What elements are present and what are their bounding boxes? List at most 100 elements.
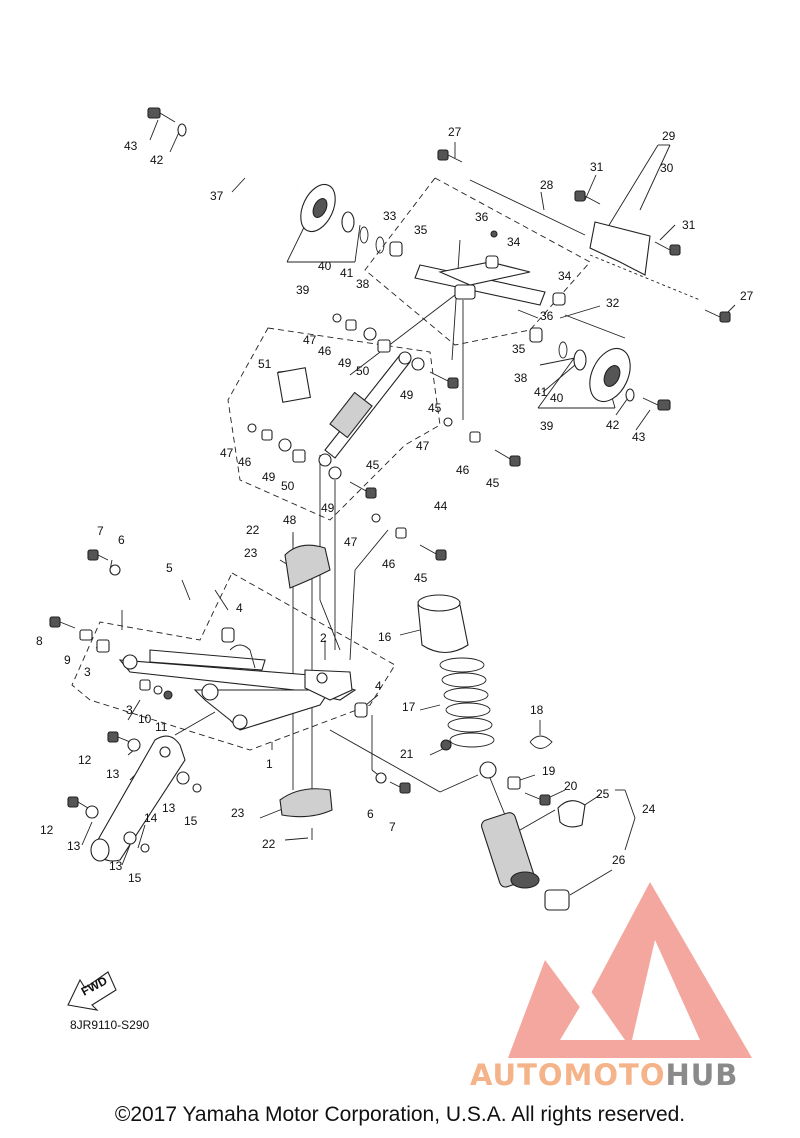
washer-42b bbox=[625, 388, 635, 402]
shaft-28 bbox=[469, 179, 586, 236]
callout-49c: 49 bbox=[262, 470, 276, 484]
callout-46c: 46 bbox=[456, 463, 470, 477]
circlip-41b bbox=[558, 341, 568, 359]
callout-6b: 6 bbox=[367, 807, 374, 821]
bolt-45d bbox=[419, 544, 447, 561]
bolt-27b bbox=[704, 309, 731, 323]
callout-27: 27 bbox=[448, 125, 462, 139]
callout-16: 16 bbox=[378, 630, 392, 644]
collar-3a bbox=[96, 639, 110, 653]
callout-36b: 36 bbox=[540, 309, 554, 323]
callout-47: 47 bbox=[303, 333, 317, 347]
collar-3b bbox=[139, 679, 151, 691]
washer-42 bbox=[177, 123, 187, 137]
callout-49: 49 bbox=[338, 356, 352, 370]
bolt-31b bbox=[654, 241, 681, 256]
collar-4a bbox=[221, 627, 235, 643]
bolt-43b bbox=[642, 397, 671, 411]
washer-13c bbox=[85, 805, 99, 819]
upper-arm-assembly-outline bbox=[364, 177, 591, 346]
callout-12: 12 bbox=[78, 753, 92, 767]
bolt-20 bbox=[524, 792, 551, 806]
circlip-41 bbox=[359, 226, 369, 244]
shock-absorber-24 bbox=[479, 761, 540, 889]
shaft-line bbox=[589, 254, 701, 301]
callout-41: 41 bbox=[340, 266, 354, 280]
lower-arm-assembly-outline bbox=[71, 572, 396, 751]
callout-numbers: 43 42 37 40 41 39 38 33 35 27 28 31 29 3… bbox=[36, 125, 754, 885]
collar-46a bbox=[345, 319, 357, 331]
callout-22: 22 bbox=[246, 523, 260, 537]
link-14 bbox=[90, 735, 186, 862]
shaft-5 bbox=[126, 573, 200, 619]
idler-wheel-39b bbox=[589, 347, 631, 403]
bearing-40 bbox=[341, 211, 355, 233]
washer-13b bbox=[176, 771, 190, 785]
callout-33: 33 bbox=[383, 209, 397, 223]
washer-6a bbox=[109, 564, 121, 576]
callout-39: 39 bbox=[296, 283, 310, 297]
collar-19 bbox=[507, 776, 521, 790]
callout-41b: 41 bbox=[534, 385, 548, 399]
bolt-27 bbox=[437, 149, 463, 163]
bush-49c bbox=[278, 438, 292, 452]
watermark-brand: AUTOMOTOHUB bbox=[470, 1058, 738, 1092]
callout-3: 3 bbox=[84, 665, 91, 679]
shaft-32 bbox=[564, 314, 626, 339]
callout-10: 10 bbox=[138, 712, 152, 726]
collar-50b bbox=[292, 449, 306, 463]
callout-34: 34 bbox=[507, 235, 521, 249]
bracket-29 bbox=[589, 221, 651, 276]
fwd-arrow-icon: FWD bbox=[67, 971, 117, 1011]
callout-26: 26 bbox=[612, 853, 626, 867]
lower-arm-1 bbox=[118, 644, 357, 731]
bolt-12b bbox=[67, 796, 89, 809]
collar-46c bbox=[469, 431, 481, 443]
callout-40b: 40 bbox=[550, 391, 564, 405]
bolt-31 bbox=[574, 190, 601, 205]
callout-38: 38 bbox=[356, 277, 370, 291]
bushing-26 bbox=[544, 889, 570, 911]
callout-48: 48 bbox=[283, 513, 297, 527]
callout-45: 45 bbox=[428, 401, 442, 415]
callout-5: 5 bbox=[166, 561, 173, 575]
callout-45d: 45 bbox=[414, 571, 428, 585]
callout-1: 1 bbox=[266, 757, 273, 771]
callout-31b: 31 bbox=[682, 218, 696, 232]
callout-6: 6 bbox=[118, 533, 125, 547]
clip-18 bbox=[529, 735, 553, 749]
callout-43: 43 bbox=[124, 139, 138, 153]
nut-47b bbox=[247, 423, 257, 433]
callout-13d: 13 bbox=[109, 859, 123, 873]
block-51 bbox=[276, 367, 312, 403]
bolt-45c bbox=[494, 449, 521, 467]
callout-45b: 45 bbox=[366, 458, 380, 472]
bump-stop-16 bbox=[417, 594, 469, 654]
collar-46d bbox=[395, 527, 407, 539]
collar-4b bbox=[354, 702, 368, 718]
bolt-12a bbox=[107, 731, 131, 743]
callout-7b: 7 bbox=[389, 820, 396, 834]
callout-19: 19 bbox=[542, 764, 556, 778]
callout-9: 9 bbox=[64, 653, 71, 667]
callout-32: 32 bbox=[606, 296, 620, 310]
callout-40: 40 bbox=[318, 259, 332, 273]
bearing-40b bbox=[573, 349, 587, 371]
brand-part-2: HUB bbox=[665, 1058, 739, 1092]
callout-39b: 39 bbox=[540, 419, 554, 433]
nut-21 bbox=[440, 739, 452, 751]
callout-42b: 42 bbox=[606, 418, 620, 432]
callout-13c: 13 bbox=[67, 839, 81, 853]
shock-mount-assembly-outline bbox=[227, 327, 441, 521]
callout-23: 23 bbox=[244, 546, 258, 560]
callout-25: 25 bbox=[596, 787, 610, 801]
nut-15a bbox=[192, 783, 202, 793]
shock-absorber-upper bbox=[318, 351, 412, 467]
washer-6b bbox=[375, 772, 387, 784]
callout-47b: 47 bbox=[220, 446, 234, 460]
grease-nipple-36 bbox=[490, 230, 498, 238]
callout-17: 17 bbox=[402, 700, 416, 714]
callout-13b: 13 bbox=[162, 801, 176, 815]
rod-44 bbox=[384, 429, 466, 526]
